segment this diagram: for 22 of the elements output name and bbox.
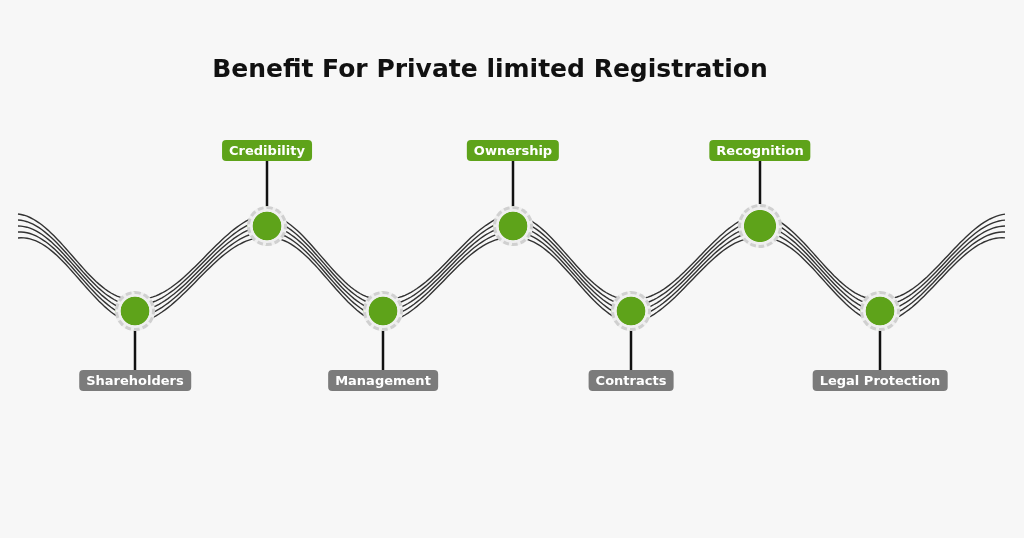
benefit-label: Legal Protection: [812, 370, 948, 391]
benefit-label: Credibility: [222, 140, 312, 161]
timeline-dot: [611, 291, 651, 331]
timeline-dot: [115, 291, 155, 331]
leader-line: [629, 331, 633, 370]
leader-line: [381, 331, 385, 370]
timeline-dot: [738, 204, 782, 248]
timeline-dot: [860, 291, 900, 331]
leader-line: [511, 161, 515, 206]
leader-line: [878, 331, 882, 370]
benefit-label: Recognition: [709, 140, 811, 161]
benefit-label: Management: [328, 370, 438, 391]
benefit-label: Contracts: [588, 370, 674, 391]
title: Benefit For Private limited Registration: [211, 54, 769, 83]
leader-line: [265, 161, 269, 206]
timeline-dot: [247, 206, 287, 246]
timeline-dot: [363, 291, 403, 331]
benefit-label: Ownership: [466, 140, 560, 161]
leader-line: [133, 331, 137, 370]
timeline-dot: [493, 206, 533, 246]
benefit-label: Shareholders: [79, 370, 191, 391]
leader-line: [758, 161, 762, 204]
